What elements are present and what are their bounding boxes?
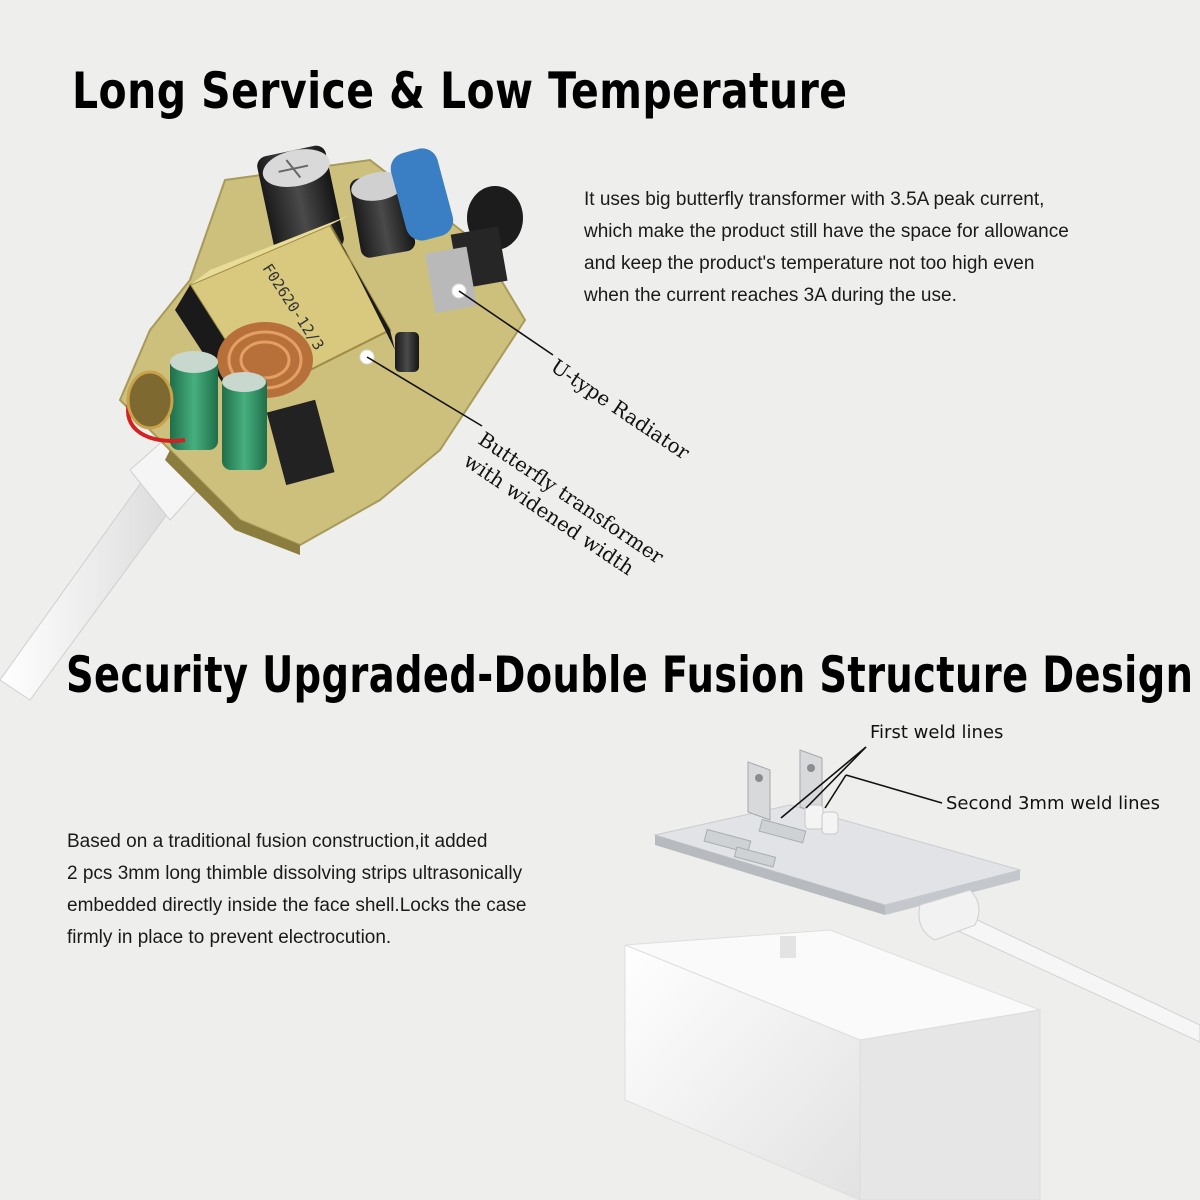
mosfet-bottom	[266, 399, 335, 486]
section1-description: It uses big butterfly transformer with 3…	[584, 184, 1069, 312]
adapter-case-front	[624, 944, 861, 1200]
section1-title: Long Service & Low Temperature	[72, 62, 848, 120]
face-shell-edge	[655, 835, 885, 915]
capacitor-green-1	[170, 351, 218, 450]
second-weld-callout-label: Second 3mm weld lines	[946, 793, 1161, 814]
section1-description-line: It uses big butterfly transformer with 3…	[584, 189, 1045, 210]
section2-title: Security Upgraded-Double Fusion Structur…	[66, 646, 1194, 704]
section1-description-line: and keep the product's temperature not t…	[584, 253, 1035, 274]
section1-description-line: which make the product still have the sp…	[584, 221, 1069, 242]
weld-strip-1	[804, 804, 824, 830]
section2-description-line: embedded directly inside the face shell.…	[67, 895, 527, 916]
capacitor-blue	[390, 148, 454, 241]
section2-description: Based on a traditional fusion constructi…	[67, 826, 526, 954]
section1-description-line: when the current reaches 3A during the u…	[584, 285, 957, 306]
fusion-illustration	[624, 746, 1200, 1200]
cable-boot	[918, 889, 980, 941]
first-weld-callout-label: First weld lines	[870, 722, 1004, 743]
toroid-coil	[126, 370, 174, 430]
section2-description-line: firmly in place to prevent electrocution…	[67, 927, 392, 948]
section2-description-line: 2 pcs 3mm long thimble dissolving strips…	[67, 863, 523, 884]
prong-left	[747, 761, 771, 821]
section2-description-line: Based on a traditional fusion constructi…	[67, 831, 488, 852]
capacitor-green-2	[222, 372, 267, 470]
adapter-case-side	[859, 1009, 1041, 1200]
pcb-illustration: F02620-12/3	[0, 145, 554, 701]
weld-strip-2	[821, 811, 839, 835]
